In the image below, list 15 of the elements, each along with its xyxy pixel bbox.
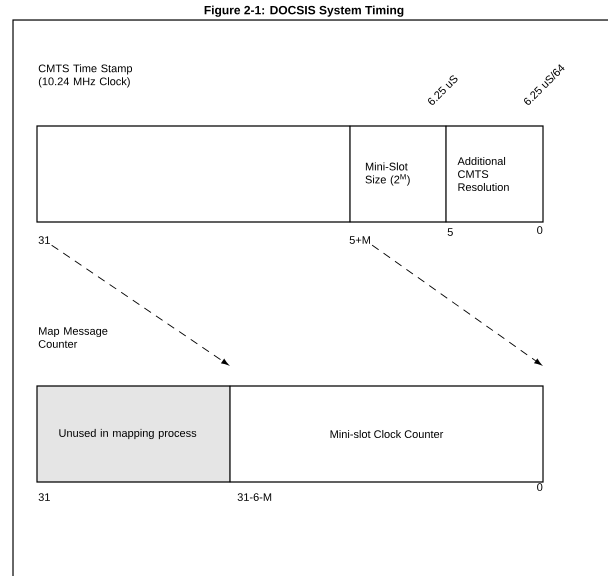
bit-label: 31: [38, 236, 50, 244]
register-field: Mini-Slot Size (2$^{M}$): [349, 125, 447, 223]
register-field: Unused in mapping process: [36, 385, 231, 483]
bit-label: 5: [448, 228, 453, 236]
dashed-arrow: [372, 244, 542, 366]
bit-label: 31-6-M: [238, 493, 272, 501]
register-field: Additional CMTS Resolution: [445, 125, 544, 223]
bit-label: 31: [38, 493, 50, 501]
title-label: Map Message Counter: [38, 327, 108, 348]
bit-label: 5+M: [350, 236, 370, 244]
figure-title: Figure 2-1: DOCSIS System Timing: [204, 6, 404, 17]
title-label: CMTS Time Stamp (10.24 MHz Clock): [38, 64, 132, 88]
rotated-label: 6.25 uS: [428, 75, 458, 105]
dashed-arrow: [51, 244, 229, 366]
register-field: Mini-slot Clock Counter: [229, 385, 544, 483]
